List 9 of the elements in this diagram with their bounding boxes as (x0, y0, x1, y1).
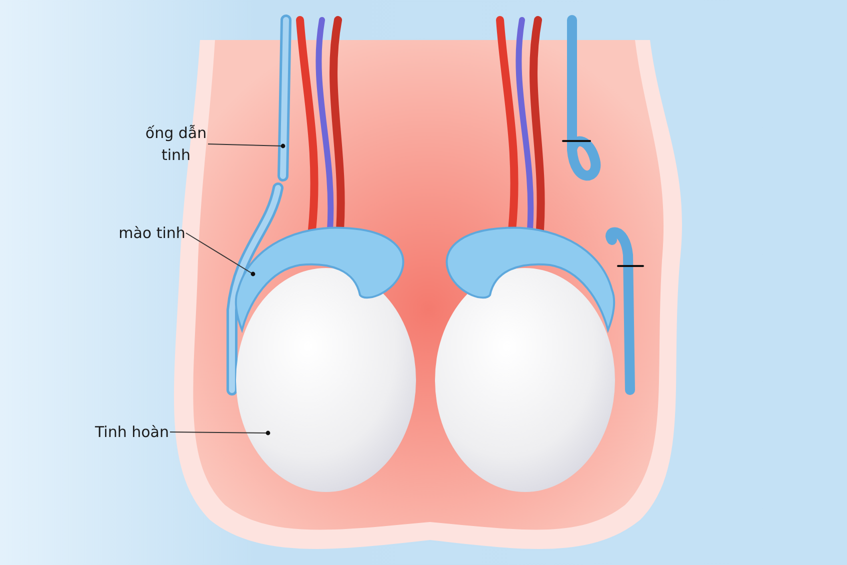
testis-drawing (236, 268, 416, 492)
part-label: Tinh hoàn (84, 421, 180, 443)
part-label: mào tinh (108, 222, 196, 244)
epididymis-drawing (234, 226, 404, 331)
leader-line (170, 430, 270, 436)
leader-line (208, 144, 286, 148)
part-label: ống dẫn tinh (130, 122, 222, 166)
leader-line (186, 232, 256, 276)
vas-deferens-drawing (226, 14, 292, 396)
